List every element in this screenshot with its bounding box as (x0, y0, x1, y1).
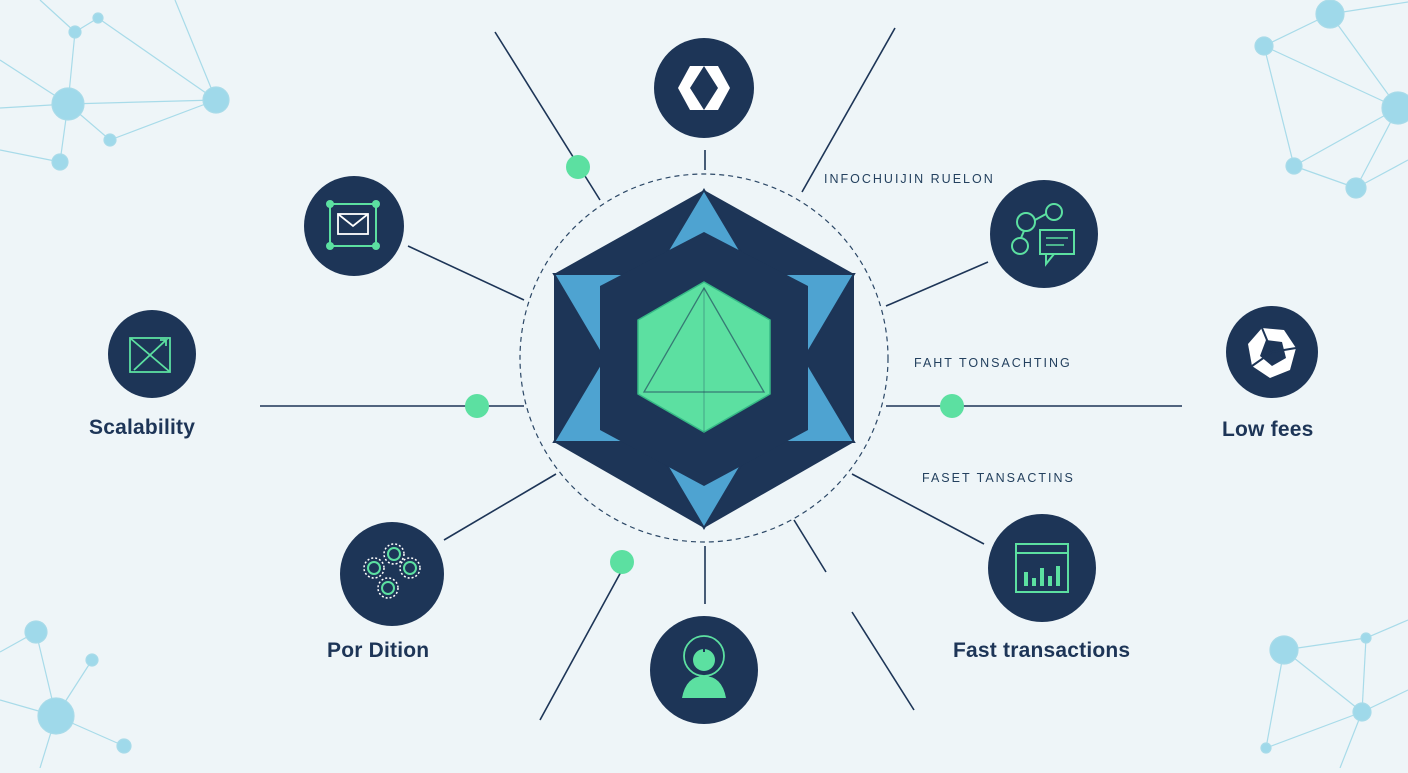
label-scalability: Scalability (89, 416, 196, 439)
network-decoration-bottom-right (1260, 619, 1408, 769)
dashed-orbit-circle (519, 173, 889, 543)
top-hexagon-icon (654, 38, 754, 138)
label-por-dition: Por Dition (327, 639, 430, 662)
network-decoration-top-right (1254, 0, 1408, 199)
label-low-fees: Low fees (1222, 418, 1314, 441)
label-fast-transactions: Fast transactions (953, 639, 1131, 662)
network-decoration-top-left (0, 0, 230, 171)
label-faset-tansactins: FASET TANSACTINS (922, 471, 1075, 485)
central-hexagon-emblem (552, 188, 856, 530)
connector-dots (465, 155, 964, 574)
envelope-node-icon (304, 176, 404, 276)
network-chat-icon (990, 180, 1098, 288)
connector-dot (610, 550, 634, 574)
connector-dot (940, 394, 964, 418)
label-infochuin-ruelon: INFOCHUIJIN RUELON (824, 172, 995, 186)
connector-dot (465, 394, 489, 418)
user-headset-icon (650, 616, 758, 724)
gears-network-icon (340, 522, 444, 626)
network-decoration-bottom-left (0, 620, 132, 769)
expand-arrow-icon (108, 310, 196, 398)
label-faht-tonsacting: FAHT TONSACHTING (914, 356, 1072, 370)
chart-window-icon (988, 514, 1096, 622)
connector-dot (566, 155, 590, 179)
polygon-shape-icon (1226, 306, 1318, 398)
